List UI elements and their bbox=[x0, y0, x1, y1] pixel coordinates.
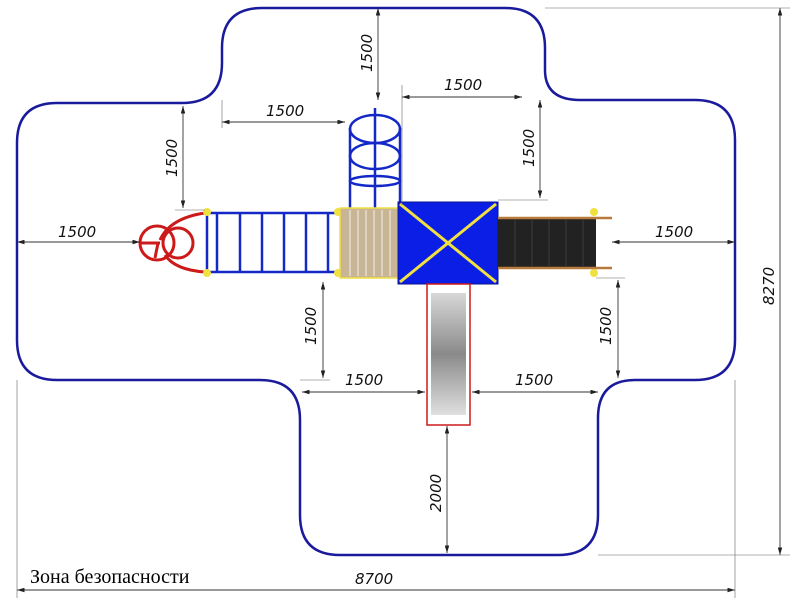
dimension-lines bbox=[16, 7, 790, 598]
safety-zone-outline bbox=[15, 6, 737, 557]
blue-roof bbox=[397, 201, 499, 285]
dim-top-right-horizontal: 1500 bbox=[444, 76, 482, 94]
dim-right-horizontal: 1500 bbox=[655, 223, 693, 241]
horizontal-ladder bbox=[205, 211, 340, 274]
red-climbing-element bbox=[138, 211, 206, 274]
dim-top-vertical: 1500 bbox=[358, 34, 376, 72]
dim-top-left-horizontal: 1500 bbox=[266, 102, 304, 120]
safety-zone-label: Зона безопасности bbox=[30, 566, 190, 588]
dim-left-horizontal: 1500 bbox=[58, 223, 96, 241]
black-bridge bbox=[498, 216, 612, 270]
dim-left-lower-vertical: 1500 bbox=[302, 307, 320, 345]
dim-overall-width: 8700 bbox=[355, 570, 393, 588]
wooden-deck bbox=[339, 207, 399, 279]
dim-overall-height: 8270 bbox=[760, 267, 778, 305]
slide bbox=[426, 283, 471, 426]
dim-bottom-left-horizontal: 1500 bbox=[345, 371, 383, 389]
tube-climber bbox=[348, 108, 402, 208]
dim-left-upper-vertical: 1500 bbox=[163, 139, 181, 177]
dim-bottom-vertical: 2000 bbox=[427, 474, 445, 512]
dim-right-upper-vertical: 1500 bbox=[520, 129, 538, 167]
dim-right-lower-vertical: 1500 bbox=[597, 307, 615, 345]
dim-bottom-right-horizontal: 1500 bbox=[515, 371, 553, 389]
